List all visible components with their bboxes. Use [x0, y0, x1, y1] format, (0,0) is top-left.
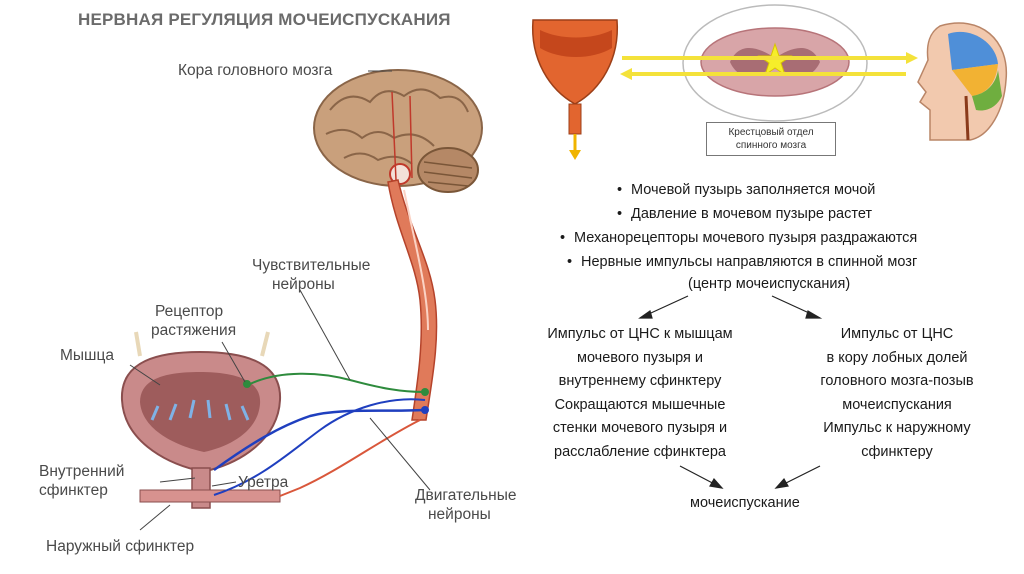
label-motor-line1: Двигательные — [415, 486, 516, 505]
right-line: в кору лобных долей — [782, 347, 1012, 371]
left-line: Импульс от ЦНС к мышцам — [510, 323, 770, 347]
center-note: (центр мочеиспускания) — [688, 276, 850, 292]
right-line: Импульс от ЦНС — [782, 323, 1012, 347]
right-line: мочеиспускания — [782, 394, 1012, 418]
inset-caption-line1: Крестцовый отдел — [707, 126, 835, 139]
diagram-title: НЕРВНАЯ РЕГУЛЯЦИЯ МОЧЕИСПУСКАНИЯ — [78, 10, 451, 30]
label-inner-sphincter-line1: Внутренний — [39, 462, 124, 481]
left-line: расслабление сфинктера — [510, 441, 770, 465]
bullet-list: Мочевой пузырь заполняется мочой Давлени… — [555, 178, 1015, 274]
label-muscle: Мышца — [60, 346, 114, 365]
left-line: мочевого пузыря и — [510, 347, 770, 371]
bullet-item: Нервные импульсы направляются в спинной … — [567, 250, 1015, 274]
label-urethra: Уретра — [238, 473, 288, 492]
right-line: сфинктеру — [782, 441, 1012, 465]
bullet-item: Мочевой пузырь заполняется мочой — [617, 178, 1015, 202]
inset-caption: Крестцовый отдел спинного мозга — [706, 122, 836, 156]
brain-illustration — [314, 70, 482, 192]
label-receptor-line1: Рецептор — [155, 302, 223, 321]
left-line: стенки мочевого пузыря и — [510, 417, 770, 441]
label-receptor-line2: растяжения — [151, 321, 236, 340]
result-text: мочеиспускание — [690, 495, 800, 511]
label-sensory-line1: Чувствительные — [252, 256, 370, 275]
label-outer-sphincter: Наружный сфинктер — [46, 537, 194, 556]
label-inner-sphincter-line2: сфинктер — [39, 481, 108, 500]
bullet-item: Механорецепторы мочевого пузыря раздража… — [560, 226, 1015, 250]
left-outcome-text: Импульс от ЦНС к мышцам мочевого пузыря … — [510, 323, 770, 464]
bullet-item: Давление в мочевом пузыре растет — [617, 202, 1015, 226]
label-motor-line2: нейроны — [428, 505, 491, 524]
label-cortex: Кора головного мозга — [178, 61, 332, 80]
left-line: внутреннему сфинктеру — [510, 370, 770, 394]
right-line: головного мозга-позыв — [782, 370, 1012, 394]
label-sensory-line2: нейроны — [272, 275, 335, 294]
right-line: Импульс к наружному — [782, 417, 1012, 441]
right-outcome-text: Импульс от ЦНС в кору лобных долей голов… — [782, 323, 1012, 464]
left-line: Сокращаются мышечные — [510, 394, 770, 418]
inset-caption-line2: спинного мозга — [707, 139, 835, 152]
